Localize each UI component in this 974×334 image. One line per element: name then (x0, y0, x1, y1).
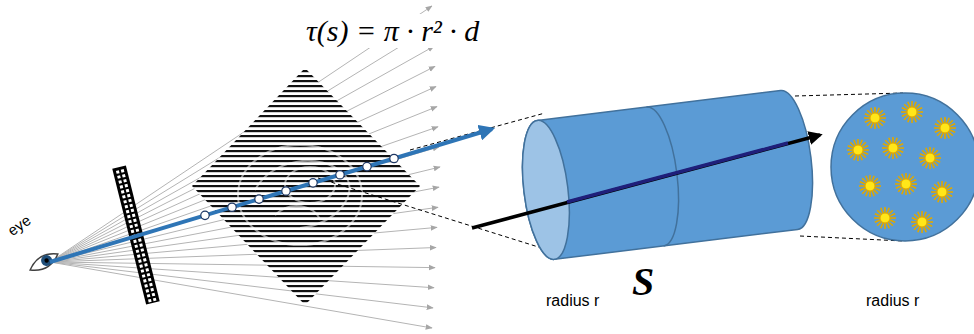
radius-label: radius r (546, 292, 599, 310)
sample-point (390, 154, 398, 162)
film-hole (145, 268, 149, 272)
light-particle (919, 147, 941, 169)
formula: τ(s) = π · r² · d (302, 14, 483, 48)
film-hole (122, 174, 126, 178)
film-hole (147, 294, 151, 298)
light-particle (931, 181, 953, 203)
segment-label: S (632, 258, 654, 305)
film-hole (122, 195, 126, 199)
cross-section (831, 93, 974, 241)
film-hole (123, 200, 127, 204)
film-hole (128, 199, 132, 203)
film-hole (129, 204, 133, 208)
film-hole (116, 170, 120, 174)
film-hole (144, 284, 148, 288)
cast-ray (50, 129, 492, 262)
film-hole (134, 244, 138, 248)
sample-point (309, 179, 317, 187)
film-hole (143, 279, 147, 283)
film-hole (132, 214, 136, 218)
film-hole (118, 180, 122, 184)
film-hole (149, 283, 153, 287)
film-hole (133, 219, 137, 223)
film-hole (125, 205, 129, 209)
sample-point (255, 195, 263, 203)
film-hole (141, 269, 145, 273)
film-hole (133, 240, 137, 244)
view-ray (50, 262, 433, 308)
film-hole (128, 220, 132, 224)
film-hole (138, 259, 142, 263)
film-hole (123, 179, 127, 183)
film-hole (136, 249, 140, 253)
light-particle (901, 101, 923, 123)
light-particle (895, 173, 917, 195)
ray-segment-cylinder (516, 88, 820, 262)
film-hole (153, 298, 157, 302)
film-hole (121, 190, 125, 194)
film-hole (143, 258, 147, 262)
view-rays (50, 6, 440, 328)
film-hole (139, 264, 143, 268)
film-hole (126, 189, 130, 193)
radius-label: radius r (866, 292, 919, 310)
sample-point (201, 211, 209, 219)
film-hole (148, 299, 152, 303)
view-ray (50, 262, 434, 288)
film-hole (144, 263, 148, 267)
film-hole (127, 194, 131, 198)
sample-point (282, 187, 290, 195)
sample-point (336, 171, 344, 179)
light-particle (874, 207, 896, 229)
sample-point (363, 162, 371, 170)
light-particle (859, 175, 881, 197)
film-hole (121, 169, 125, 173)
light-particle (847, 139, 869, 161)
film-hole (139, 243, 143, 247)
direction-arrow (472, 135, 820, 228)
film-hole (129, 225, 133, 229)
light-particle (864, 107, 886, 129)
film-hole (124, 184, 128, 188)
film-hole (147, 273, 151, 277)
sample-point (228, 203, 236, 211)
film-hole (141, 248, 145, 252)
film-hole (142, 274, 146, 278)
film-hole (120, 185, 124, 189)
film-hole (126, 210, 130, 214)
film-hole (131, 209, 135, 213)
film-hole (131, 230, 135, 234)
light-particle (934, 117, 956, 139)
eye-label: eye (4, 211, 34, 239)
film-hole (127, 215, 131, 219)
film-hole (152, 293, 156, 297)
film-hole (148, 278, 152, 282)
view-ray (50, 262, 435, 268)
view-ray (50, 248, 436, 263)
light-particle (911, 211, 933, 233)
film-hole (117, 175, 121, 179)
film-hole (137, 254, 141, 258)
film-hole (136, 228, 140, 232)
view-ray (50, 262, 432, 328)
film-hole (150, 288, 154, 292)
film-hole (146, 289, 150, 293)
light-particle (882, 137, 904, 159)
film-hole (138, 238, 142, 242)
film-hole (134, 223, 138, 227)
film-hole (142, 253, 146, 257)
